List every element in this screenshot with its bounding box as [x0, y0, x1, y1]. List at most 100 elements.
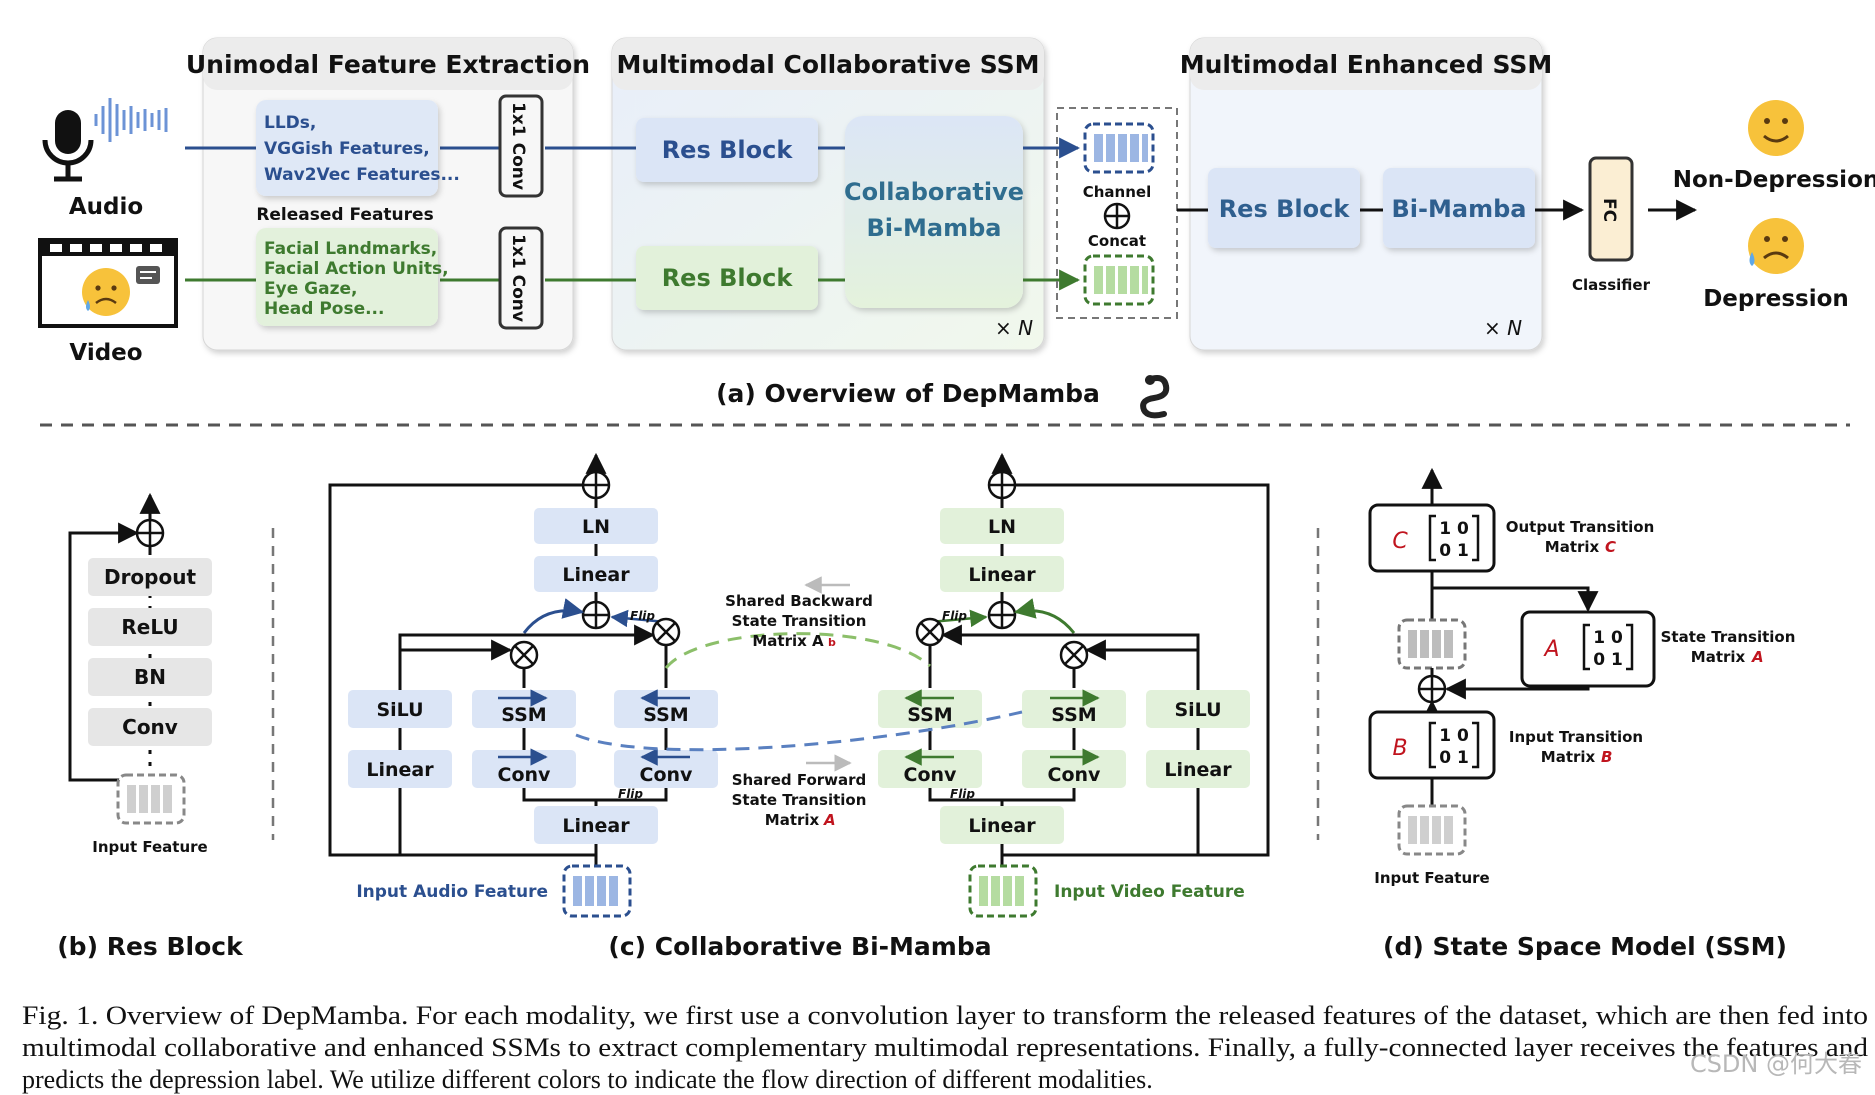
input-tr-label-2: Matrix [1541, 748, 1596, 766]
left-ln-block: LN [534, 508, 658, 544]
sound-wave-icon [94, 98, 168, 142]
right-ln-label: LN [988, 516, 1016, 538]
right-conv-fwd-block: Conv [1022, 748, 1126, 788]
audio-res-block-label: Res Block [662, 136, 794, 164]
left-conv-bwd-block: Conv [614, 748, 718, 788]
input-audio-label: Input Audio Feature [356, 882, 548, 902]
shared-backward-1: Shared Backward [725, 592, 873, 610]
ssm-add-icon [1417, 674, 1447, 704]
right-silu-label: SiLU [1174, 699, 1221, 721]
concat-group-box [1056, 107, 1178, 319]
right-flip-1: Flip [942, 609, 967, 623]
right-silu-block: SiLU [1146, 690, 1250, 728]
fc-block: FC [1588, 156, 1634, 262]
shared-forward-1: Shared Forward [732, 771, 867, 789]
input-video-token [968, 864, 1038, 918]
right-linear-silu-label: Linear [1164, 759, 1232, 781]
video-feature-3: Eye Gaze, [264, 279, 357, 299]
conv-layer: Conv [88, 708, 212, 746]
released-features-label: Released Features [256, 205, 433, 225]
right-linear-top-label: Linear [968, 564, 1036, 586]
state-label-sym: A [1751, 648, 1764, 666]
audio-feature-2: VGGish Features, [264, 139, 430, 159]
video-feature-token [1083, 254, 1155, 306]
ssm-input-feature-label: Input Feature [1374, 869, 1489, 887]
classifier-label: Classifier [1572, 276, 1651, 294]
b-row2: 0 1 [1439, 748, 1469, 768]
left-linear-silu-label: Linear [366, 759, 434, 781]
channel-label: Channel [1083, 183, 1151, 201]
times-n-box2: × N [995, 316, 1033, 340]
non-depression-label: Non-Depression [1673, 167, 1875, 193]
dropout-label: Dropout [104, 565, 197, 589]
right-conv-fwd-label: Conv [1048, 764, 1102, 786]
c-matrix-block: C 1 0 0 1 [1368, 503, 1496, 573]
collaborative-bi-mamba-block: Collaborative Bi-Mamba [844, 116, 1024, 308]
a-row1: 1 0 [1593, 628, 1623, 648]
right-conv-bwd-block: Conv [878, 748, 982, 788]
left-ssm-fwd-label: SSM [501, 704, 546, 726]
caption-line-1: Fig. 1. Overview of DepMamba. For each m… [22, 1001, 1868, 1030]
left-flip-2: Flip [618, 787, 643, 801]
audio-res-block: Res Block [636, 118, 818, 182]
video-res-block: Res Block [636, 246, 818, 310]
left-ssm-fwd-block: SSM [472, 689, 576, 728]
input-tr-label-sym: B [1601, 748, 1612, 766]
a-letter: A [1542, 637, 1559, 662]
video-feature-1: Facial Landmarks, [264, 239, 437, 259]
right-mid-add-icon [987, 600, 1017, 630]
right-top-add-icon [987, 470, 1017, 500]
dropout-layer: Dropout [88, 558, 212, 596]
right-flip-2: Flip [950, 787, 975, 801]
left-mult-1-icon [509, 640, 539, 670]
overview-caption: (a) Overview of DepMamba [716, 379, 1100, 408]
audio-conv-block: 1x1 Conv [498, 94, 544, 198]
state-label-2: Matrix [1691, 648, 1746, 666]
a-matrix-block: A 1 0 0 1 [1520, 610, 1656, 688]
fc-label: FC [1599, 198, 1619, 222]
right-ssm-bwd-block: SSM [878, 689, 982, 728]
left-mid-add-icon [581, 600, 611, 630]
video-conv-label: 1x1 Conv [508, 234, 528, 322]
ssm-input-feature-token [1397, 804, 1467, 856]
video-frame-icon [38, 238, 178, 328]
left-conv-bwd-label: Conv [640, 764, 694, 786]
bn-label: BN [134, 665, 166, 689]
snake-icon [1140, 375, 1170, 419]
input-audio-token [562, 864, 632, 918]
video-conv-block: 1x1 Conv [498, 226, 544, 330]
shared-forward-sym: A [823, 811, 836, 829]
left-conv-fwd-label: Conv [498, 764, 552, 786]
left-linear-bottom-block: Linear [534, 806, 658, 844]
microphone-icon [42, 110, 94, 182]
left-ssm-bwd-block: SSM [614, 689, 718, 728]
happy-face-icon [1748, 100, 1804, 156]
caption-line-3: predicts the depression label. We utiliz… [22, 1065, 1153, 1094]
video-res-block-label: Res Block [662, 264, 794, 292]
caption-line-2: multimodal collaborative and enhanced SS… [22, 1033, 1868, 1062]
output-label-1: Output Transition [1506, 518, 1655, 536]
enhanced-bi-mamba-label: Bi-Mamba [1392, 195, 1527, 223]
hidden-state-token [1397, 618, 1467, 670]
video-feature-4: Head Pose... [264, 299, 384, 319]
concat-plus-icon [1103, 202, 1131, 230]
left-mult-2-icon [651, 617, 681, 647]
b-letter: B [1392, 736, 1407, 761]
panel-b-res-block: Dropout ReLU BN Conv Input Feature (b) R… [57, 492, 244, 961]
b-matrix-block: B 1 0 0 1 [1368, 710, 1496, 780]
bn-layer: BN [88, 658, 212, 696]
audio-feature-3: Wav2Vec Features... [264, 165, 460, 185]
right-linear-bottom-block: Linear [940, 806, 1064, 844]
watermark: CSDN @何大春 [1690, 1050, 1862, 1078]
collab-label-2: Bi-Mamba [867, 214, 1002, 242]
right-linear-bottom-label: Linear [968, 815, 1036, 837]
shared-forward-2: State Transition [732, 791, 867, 809]
right-ssm-fwd-block: SSM [1022, 689, 1126, 728]
c-letter: C [1392, 529, 1408, 554]
state-label-1: State Transition [1661, 628, 1796, 646]
audio-feature-1: LLDs, [264, 113, 316, 133]
collab-label-1: Collaborative [844, 178, 1024, 206]
shared-forward-3: Matrix [765, 811, 820, 829]
conv-label: Conv [122, 715, 178, 739]
